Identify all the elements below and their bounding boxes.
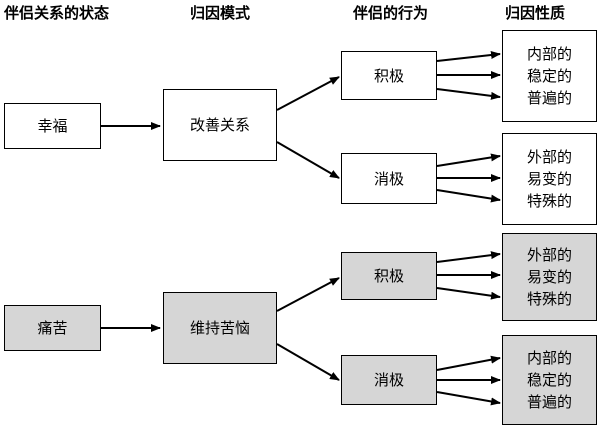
arrow-top-neg-1 <box>436 153 501 167</box>
nature-item: 易变的 <box>526 268 572 286</box>
pattern-box-maintain: 维持苦恼 <box>163 292 277 364</box>
header-nature: 归因性质 <box>505 4 566 22</box>
arrow-top-pos-1 <box>436 51 501 62</box>
behavior-box-top-positive: 积极 <box>341 51 437 100</box>
nature-box-bottom-negative: 内部的 稳定的 普遍的 <box>502 335 597 425</box>
arrow-top-pos-3 <box>436 88 501 100</box>
nature-item: 内部的 <box>526 45 572 63</box>
nature-item: 特殊的 <box>526 192 572 210</box>
state-label-pain: 痛苦 <box>37 319 68 337</box>
arrow-bot-neg-1 <box>436 355 501 371</box>
nature-item: 特殊的 <box>526 290 572 308</box>
pattern-label-maintain: 维持苦恼 <box>189 319 250 337</box>
state-box-pain: 痛苦 <box>4 305 101 351</box>
behavior-box-top-negative: 消极 <box>341 153 437 204</box>
nature-box-bottom-positive: 外部的 易变的 特殊的 <box>502 233 597 321</box>
state-label-happy: 幸福 <box>37 117 68 135</box>
nature-item: 外部的 <box>526 246 572 264</box>
behavior-box-bottom-negative: 消极 <box>341 355 437 405</box>
behavior-label-bottom-negative: 消极 <box>373 371 404 389</box>
arrow-top-neg-3 <box>436 189 501 203</box>
arrow-bot-neg-3 <box>436 391 501 406</box>
header-pattern: 归因模式 <box>190 4 251 22</box>
behavior-label-top-negative: 消极 <box>373 169 404 188</box>
behavior-label-top-positive: 积极 <box>373 66 404 85</box>
nature-item: 内部的 <box>526 349 572 367</box>
nature-box-top-negative: 外部的 易变的 特殊的 <box>502 133 597 225</box>
arrow-improve-to-positive <box>276 76 340 111</box>
arrow-bot-pos-3 <box>436 287 501 300</box>
state-box-happy: 幸福 <box>4 103 101 149</box>
arrow-maintain-to-positive <box>276 277 340 312</box>
nature-box-top-positive: 内部的 稳定的 普遍的 <box>502 30 597 122</box>
header-behavior: 伴侣的行为 <box>353 4 429 22</box>
arrow-improve-to-negative <box>276 141 340 179</box>
nature-item: 外部的 <box>526 148 572 166</box>
behavior-label-bottom-positive: 积极 <box>373 267 404 285</box>
nature-item: 普遍的 <box>526 393 572 411</box>
nature-item: 普遍的 <box>526 89 572 107</box>
nature-item: 易变的 <box>526 170 572 188</box>
pattern-label-improve: 改善关系 <box>189 116 250 134</box>
header-state: 伴侣关系的状态 <box>4 4 110 22</box>
nature-item: 稳定的 <box>526 371 572 389</box>
nature-item: 稳定的 <box>526 67 572 85</box>
pattern-box-improve: 改善关系 <box>163 89 277 161</box>
behavior-box-bottom-positive: 积极 <box>341 252 437 300</box>
arrow-maintain-to-negative <box>276 343 340 381</box>
arrow-bot-pos-1 <box>436 251 501 263</box>
